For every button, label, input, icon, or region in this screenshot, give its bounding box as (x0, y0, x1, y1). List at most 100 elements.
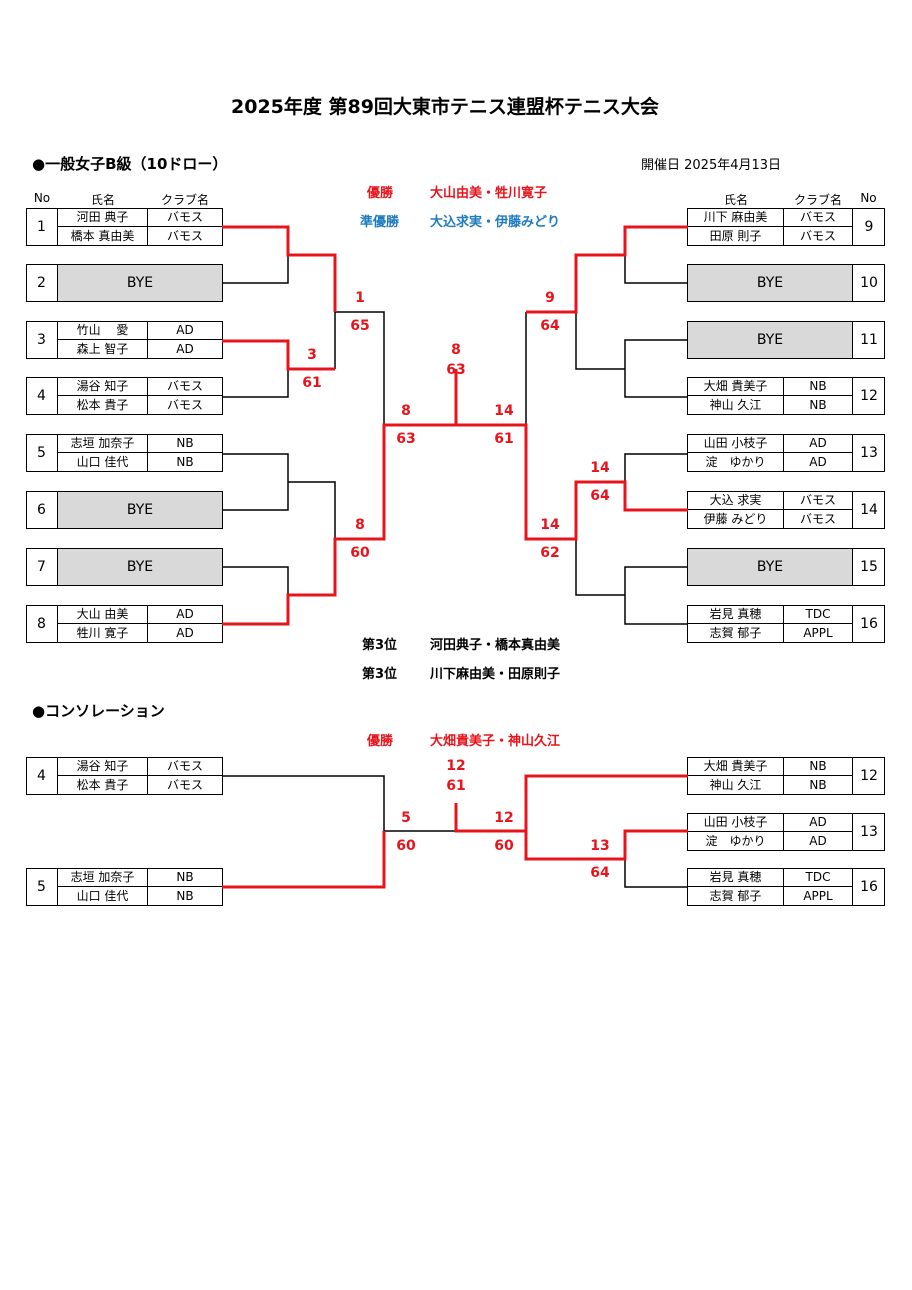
club-name: バモス (784, 491, 852, 510)
player-name: 神山 久江 (688, 396, 784, 415)
entry-number: 11 (852, 321, 885, 359)
player-name: 竹山 愛 (58, 321, 148, 340)
score-r1-winner-9: 9 (545, 290, 555, 306)
score-r1-winner-3: 3 (307, 347, 317, 363)
entry-number: 15 (852, 548, 885, 586)
cons-score-winner-12: 12 (494, 810, 514, 826)
entry-number: 5 (26, 868, 58, 906)
club-name: NB (176, 889, 194, 903)
entry-number: 16 (852, 868, 885, 906)
entry-number: 13 (852, 813, 885, 851)
player-name: 志賀 郁子 (688, 624, 784, 643)
club-name: NB (148, 434, 222, 453)
club-name: バモス (799, 229, 836, 243)
club-name: TDC (784, 605, 852, 624)
entry-box (26, 605, 223, 643)
cons-score-score-12: 60 (494, 838, 514, 854)
club-name: バモス (148, 377, 222, 396)
player-name: 牲川 寛子 (58, 624, 148, 643)
score-r1-score-14: 64 (590, 488, 610, 504)
cons-score-score-5: 60 (396, 838, 416, 854)
entry-number: 4 (26, 377, 58, 415)
player-name: 山口 佳代 (58, 887, 148, 906)
page-title: 2025年度 第89回大東市テニス連盟杯テニス大会 (231, 96, 659, 118)
club-name: AD (809, 455, 827, 469)
player-name: 大込 求実 (688, 491, 784, 510)
club-name: NB (176, 455, 194, 469)
runnerup-label: 準優勝 (360, 215, 400, 230)
entry-number: 10 (852, 264, 885, 302)
player-name: 田原 則子 (688, 227, 784, 246)
consolation-title: ●コンソレーション (32, 702, 165, 720)
club-name: NB (784, 757, 852, 776)
score-r1-score-9: 64 (540, 318, 560, 334)
score-final-winner: 8 (451, 342, 461, 358)
club-name: バモス (166, 229, 203, 243)
club-name: バモス (784, 208, 852, 227)
third-label-1: 第3位 (362, 638, 398, 653)
entry-number: 7 (26, 548, 58, 586)
player-name: 淀 ゆかり (688, 832, 784, 851)
score-r2-winner-8: 8 (355, 517, 365, 533)
winner-label: 優勝 (367, 186, 394, 201)
score-r2-score-14: 62 (540, 545, 560, 561)
player-name: 大畑 貴美子 (688, 757, 784, 776)
header-club-right: クラブ名 (793, 193, 842, 207)
score-r1-score-1: 65 (350, 318, 370, 334)
player-name: 湯谷 知子 (58, 377, 148, 396)
club-name: バモス (166, 778, 203, 792)
score-sf-winner-8: 8 (401, 403, 411, 419)
entry-box (26, 757, 223, 795)
entry-number: 4 (26, 757, 58, 795)
entry-number: 6 (26, 491, 58, 529)
score-sf-score-8: 63 (396, 431, 416, 447)
club-name: APPL (803, 626, 833, 640)
entry-box (26, 434, 223, 472)
club-name: バモス (148, 757, 222, 776)
player-name: 大畑 貴美子 (688, 377, 784, 396)
winner-names: 大山由美・牲川寛子 (430, 186, 548, 201)
entry-number: 1 (26, 208, 58, 246)
entry-box (26, 321, 223, 359)
club-name: NB (148, 868, 222, 887)
player-name: 湯谷 知子 (58, 757, 148, 776)
player-name: 志垣 加奈子 (58, 434, 148, 453)
player-name: 大山 由美 (58, 605, 148, 624)
entry-number: 13 (852, 434, 885, 472)
club-name: AD (176, 626, 194, 640)
consolation-winner-names: 大畑貴美子・神山久江 (430, 734, 561, 749)
player-name: 志賀 郁子 (688, 887, 784, 906)
club-name: NB (809, 398, 827, 412)
player-name: 橋本 真由美 (58, 227, 148, 246)
club-name: NB (784, 377, 852, 396)
score-sf-score-14: 61 (494, 431, 514, 447)
bye-slot: BYE (688, 265, 852, 301)
player-name: 河田 典子 (58, 208, 148, 227)
entry-box (26, 208, 223, 246)
entry-number: 16 (852, 605, 885, 643)
player-name: 淀 ゆかり (688, 453, 784, 472)
cons-final-score: 61 (446, 778, 466, 794)
entry-number: 3 (26, 321, 58, 359)
club-name: APPL (803, 889, 833, 903)
score-r1-winner-14: 14 (590, 460, 610, 476)
club-name: AD (148, 605, 222, 624)
club-name: AD (148, 321, 222, 340)
entry-number: 5 (26, 434, 58, 472)
entry-number: 2 (26, 264, 58, 302)
club-name: バモス (148, 208, 222, 227)
score-r2-winner-14: 14 (540, 517, 560, 533)
player-name: 森上 智子 (58, 340, 148, 359)
score-r2-score-8: 60 (350, 545, 370, 561)
player-name: 山口 佳代 (58, 453, 148, 472)
club-name: バモス (166, 398, 203, 412)
club-name: AD (784, 434, 852, 453)
third-label-2: 第3位 (362, 667, 398, 682)
player-name: 山田 小枝子 (688, 813, 784, 832)
player-name: 志垣 加奈子 (58, 868, 148, 887)
entry-box (26, 377, 223, 415)
score-sf-winner-14: 14 (494, 403, 514, 419)
entry-number: 8 (26, 605, 58, 643)
club-name: NB (809, 778, 827, 792)
